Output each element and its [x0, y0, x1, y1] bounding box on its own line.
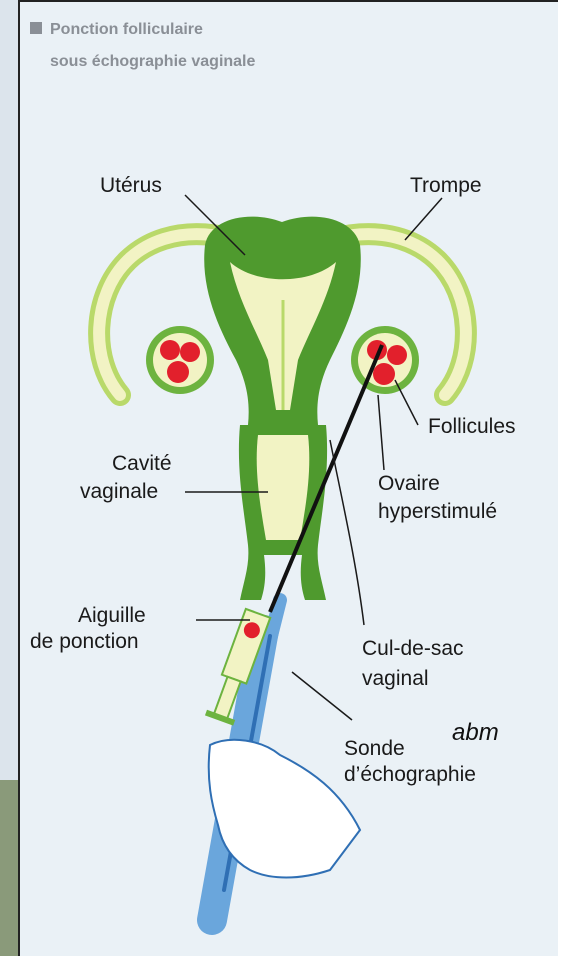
label-aiguille-line-2: de ponction [30, 630, 139, 653]
culdesac-leader [330, 440, 364, 625]
title-bullet-icon [30, 22, 42, 34]
ovaire-leader [378, 395, 384, 470]
trompe-leader [405, 198, 442, 240]
uterus [204, 217, 361, 425]
label-cavite-line-1: Cavité [112, 452, 172, 475]
label-culdesac-line-1: Cul-de-sac [362, 637, 464, 660]
credit-abm: abm [452, 719, 499, 746]
label-ovaire-line-2: hyperstimulé [378, 500, 497, 523]
ovary-left [146, 326, 214, 394]
label-culdesac-line-2: vaginal [362, 667, 429, 690]
title-line-1: Ponction folliculaire [50, 21, 203, 38]
sonde-leader [292, 672, 352, 720]
label-aiguille-line-1: Aiguille [78, 604, 146, 627]
label-follicules: Follicules [428, 415, 516, 438]
label-cavite-line-2: vaginale [80, 480, 158, 503]
label-ovaire-line-1: Ovaire [378, 472, 440, 495]
follicules-leader [395, 380, 418, 425]
label-uterus: Utérus [100, 174, 162, 197]
label-sonde-line-1: Sonde [344, 737, 405, 760]
label-trompe: Trompe [410, 174, 482, 197]
label-sonde-line-2: d’échographie [344, 763, 476, 786]
ovary-right [351, 326, 419, 394]
title-line-2: sous échographie vaginale [50, 53, 256, 70]
